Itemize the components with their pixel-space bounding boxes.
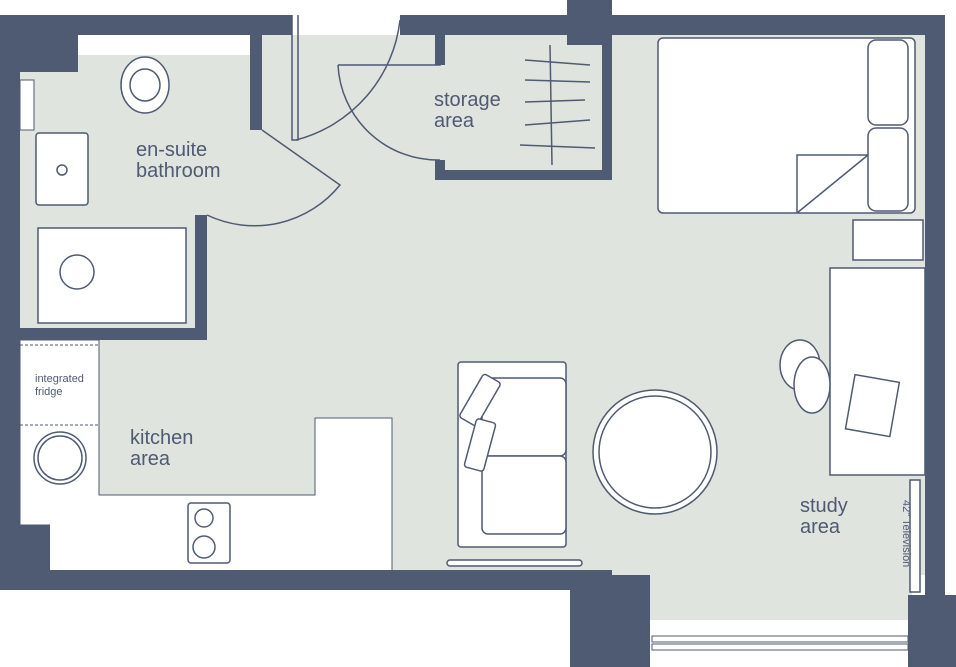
bedside-table: [852, 219, 924, 261]
throw-pillow: [459, 373, 501, 427]
windows: [19, 79, 909, 667]
bathroom-door[interactable]: [206, 129, 342, 227]
toilet: [120, 56, 170, 114]
kitchen-sink-basin: [37, 435, 83, 481]
bathroom-sink: [35, 132, 89, 206]
label-line: area: [434, 110, 475, 132]
pillow: [867, 127, 909, 212]
storage-door[interactable]: [337, 60, 441, 161]
label-line: study: [800, 495, 848, 517]
pillow: [867, 39, 909, 126]
toilet-bowl: [129, 68, 161, 102]
desk: [829, 267, 926, 476]
kitchen-counter-island: [315, 418, 392, 570]
radiator: [446, 559, 583, 567]
label-line: bathroom: [136, 160, 221, 182]
label-line: area: [800, 516, 841, 538]
label-television: 42" Television: [900, 500, 912, 568]
counter-edge: [98, 340, 393, 570]
label-line: integrated: [35, 373, 84, 385]
laptop-icon: [844, 373, 901, 438]
hob-burner: [192, 535, 216, 559]
round-table: [592, 389, 718, 515]
kitchen-sink: [33, 431, 87, 485]
bed-sheet-fold: [796, 154, 869, 214]
shower-drain: [59, 254, 95, 290]
label-line: en-suite: [136, 139, 208, 161]
sink-drain: [56, 164, 68, 176]
clothes-rail: [519, 44, 596, 166]
label-line: fridge: [35, 386, 63, 398]
hob: [187, 502, 231, 564]
television: [909, 479, 921, 593]
round-table-inner: [598, 395, 712, 509]
sofa-cushion: [481, 455, 567, 535]
label-line: storage: [434, 89, 501, 111]
shower: [37, 227, 187, 324]
label-line: area: [130, 448, 171, 470]
window-ledge: [78, 35, 250, 55]
desk-chair-seat: [793, 356, 831, 414]
hob-burner: [194, 508, 214, 528]
throw-pillow: [463, 418, 497, 472]
entrance-door[interactable]: [291, 15, 401, 141]
label-line: kitchen: [130, 427, 194, 449]
